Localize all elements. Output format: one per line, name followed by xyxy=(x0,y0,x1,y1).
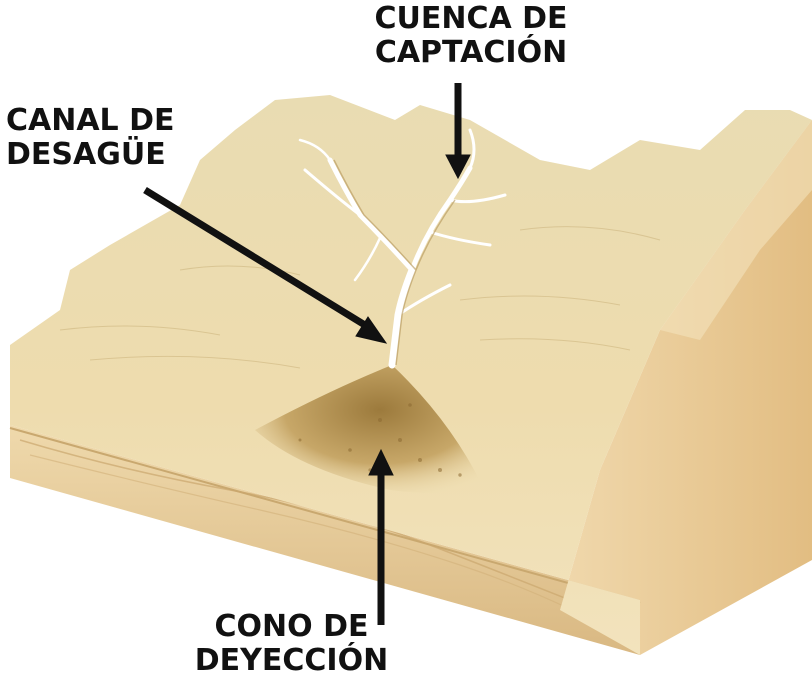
label-cuenca-line2: CAPTACIÓN xyxy=(366,36,576,70)
label-cuenca-de-captacion: CUENCA DE CAPTACIÓN xyxy=(366,2,576,70)
label-canal-line2: DESAGÜE xyxy=(6,138,175,172)
label-canal-line1: CANAL DE xyxy=(6,104,175,138)
label-cono-de-deyeccion: CONO DE DEYECCIÓN xyxy=(184,610,399,678)
label-cono-line2: DEYECCIÓN xyxy=(184,644,399,678)
label-cono-line1: CONO DE xyxy=(184,610,399,644)
label-canal-de-desague: CANAL DE DESAGÜE xyxy=(6,104,175,172)
label-cuenca-line1: CUENCA DE xyxy=(366,2,576,36)
